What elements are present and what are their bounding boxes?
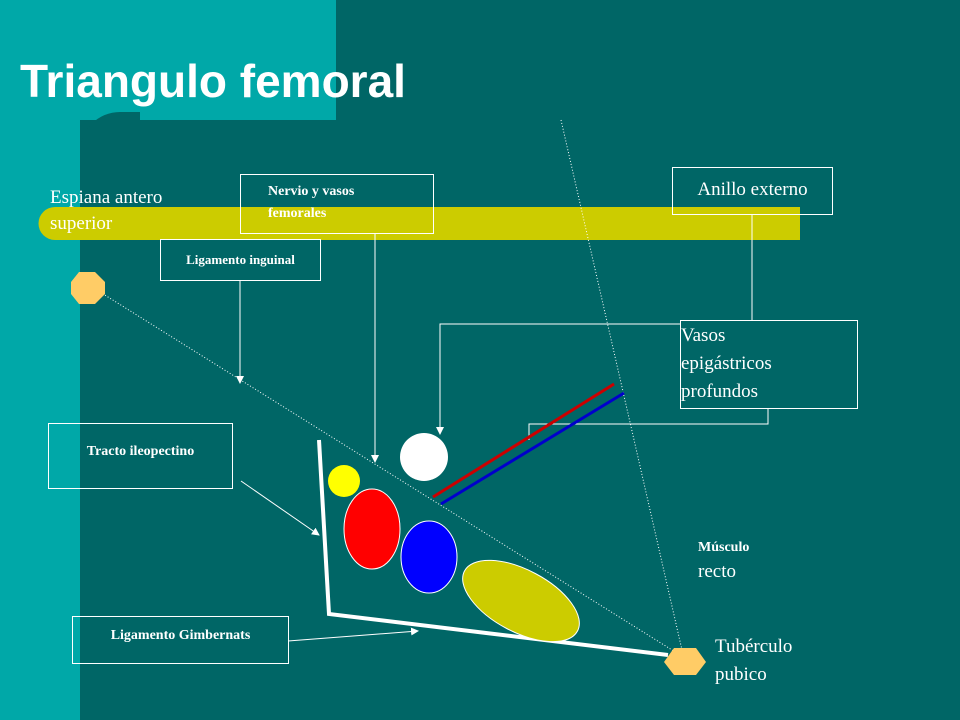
vasos-box: Vasos epigástricos profundos bbox=[680, 320, 858, 409]
accent-band-top bbox=[80, 0, 336, 120]
accent-band-left bbox=[0, 0, 80, 720]
vasos-line2: epigástricos bbox=[681, 353, 772, 374]
blue-vessel-line bbox=[440, 391, 625, 506]
tracto-label: Tracto ileopectino bbox=[86, 444, 195, 459]
ligamento-inguinal-box: Ligamento inguinal bbox=[160, 239, 321, 281]
gimbernats-label: Ligamento Gimbernats bbox=[110, 628, 251, 643]
nervio-line1: Nervio y vasos bbox=[268, 184, 355, 199]
tracto-box: Tracto ileopectino bbox=[48, 423, 233, 489]
slide-title: Triangulo femoral bbox=[20, 55, 406, 107]
tuberculo-line2: pubico bbox=[715, 664, 767, 685]
gimbernats-connector bbox=[287, 627, 419, 642]
espina-marker bbox=[71, 272, 105, 304]
vertical-dotted-line bbox=[560, 119, 683, 651]
tracto-connector bbox=[240, 480, 320, 536]
inguinal-dotted-line bbox=[99, 291, 681, 656]
espina-label: Espiana antero superior bbox=[50, 185, 162, 237]
anillo-externo-box: Anillo externo bbox=[672, 167, 833, 215]
anillo-externo-label: Anillo externo bbox=[697, 179, 808, 200]
olive-oval bbox=[462, 559, 580, 643]
vasos-line1: Vasos bbox=[681, 325, 726, 346]
tuberculo-line1: Tubérculo bbox=[715, 636, 793, 657]
espina-label-line2: superior bbox=[50, 213, 113, 234]
inguinal-ligament-bar bbox=[38, 207, 801, 240]
tuberculo-label: Tubérculo pubico bbox=[715, 633, 792, 689]
white-circle bbox=[400, 433, 448, 481]
recto-line: recto bbox=[698, 561, 736, 582]
yellow-circle bbox=[328, 465, 360, 497]
musculo-line: Músculo bbox=[698, 540, 750, 555]
gimbernats-box: Ligamento Gimbernats bbox=[72, 616, 289, 664]
tuberculo-marker bbox=[664, 648, 706, 675]
musculo-recto-label: Músculo recto bbox=[698, 538, 749, 586]
blue-oval bbox=[400, 520, 458, 594]
red-vessel-line bbox=[432, 382, 615, 499]
ligamento-inguinal-label: Ligamento inguinal bbox=[186, 252, 295, 267]
red-oval bbox=[343, 488, 401, 570]
espina-label-line1: Espiana antero bbox=[50, 187, 163, 208]
vasos-line3: profundos bbox=[681, 381, 759, 402]
vasos-connector-bottom bbox=[528, 409, 769, 440]
vasos-connector-left bbox=[436, 323, 681, 435]
nervio-line2: femorales bbox=[268, 206, 327, 221]
nervio-box: Nervio y vasos femorales bbox=[240, 174, 434, 234]
